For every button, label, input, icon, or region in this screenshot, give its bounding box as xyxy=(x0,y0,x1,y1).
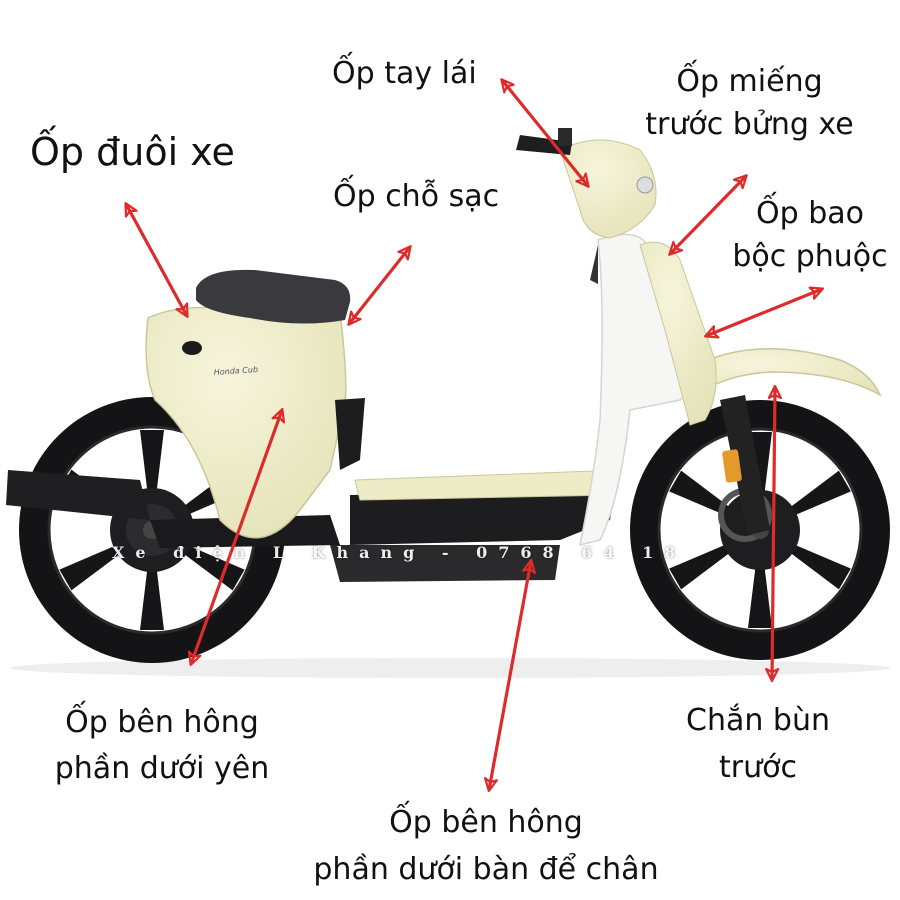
label-op-tay-lai: Ốp tay lái xyxy=(332,56,477,91)
label-op-ben-hong-ban-chan: Ốp bên hông phần dưới bàn để chân xyxy=(313,805,659,887)
front-cowl xyxy=(639,241,717,426)
arrow-charging-port xyxy=(347,245,412,326)
headlight xyxy=(636,176,654,194)
tail-light xyxy=(182,341,202,355)
arrow-under-seat xyxy=(187,407,286,667)
label-op-mieng-truoc: Ốp miếng trước bửng xe xyxy=(645,64,854,142)
front-fork xyxy=(720,395,770,535)
label-op-ben-hong-yen: Ốp bên hông phần dưới yên xyxy=(54,705,270,786)
floorboard-top xyxy=(354,469,621,501)
mirror-mount xyxy=(558,128,572,146)
arrow-handlebar xyxy=(500,78,590,188)
front-fender xyxy=(670,348,882,402)
seat xyxy=(196,269,351,324)
arrow-front-cover xyxy=(668,174,748,256)
arrow-tail-cover xyxy=(124,202,189,318)
reflector xyxy=(722,449,742,483)
model-badge: Honda Cub xyxy=(214,365,259,377)
label-chan-bun-truoc: Chắn bùn trước xyxy=(686,703,830,785)
floorboard-black xyxy=(350,490,612,545)
label-op-duoi-xe: Ốp đuôi xe xyxy=(30,130,235,174)
arrow-front-fender xyxy=(765,384,782,683)
label-op-cho-sac: Ốp chỗ sạc xyxy=(333,179,500,214)
arrow-under-floor xyxy=(483,558,537,793)
hook xyxy=(590,245,598,284)
arrows xyxy=(124,78,825,793)
side-vent xyxy=(335,398,365,470)
label-op-bao-boc-phuoc: Ốp bao bộc phuộc xyxy=(732,196,888,274)
arrow-fork-cover xyxy=(703,286,825,339)
rear-carrier xyxy=(6,470,150,520)
watermark: Xe điện L Khang - 0768 64 18 xyxy=(112,543,687,562)
